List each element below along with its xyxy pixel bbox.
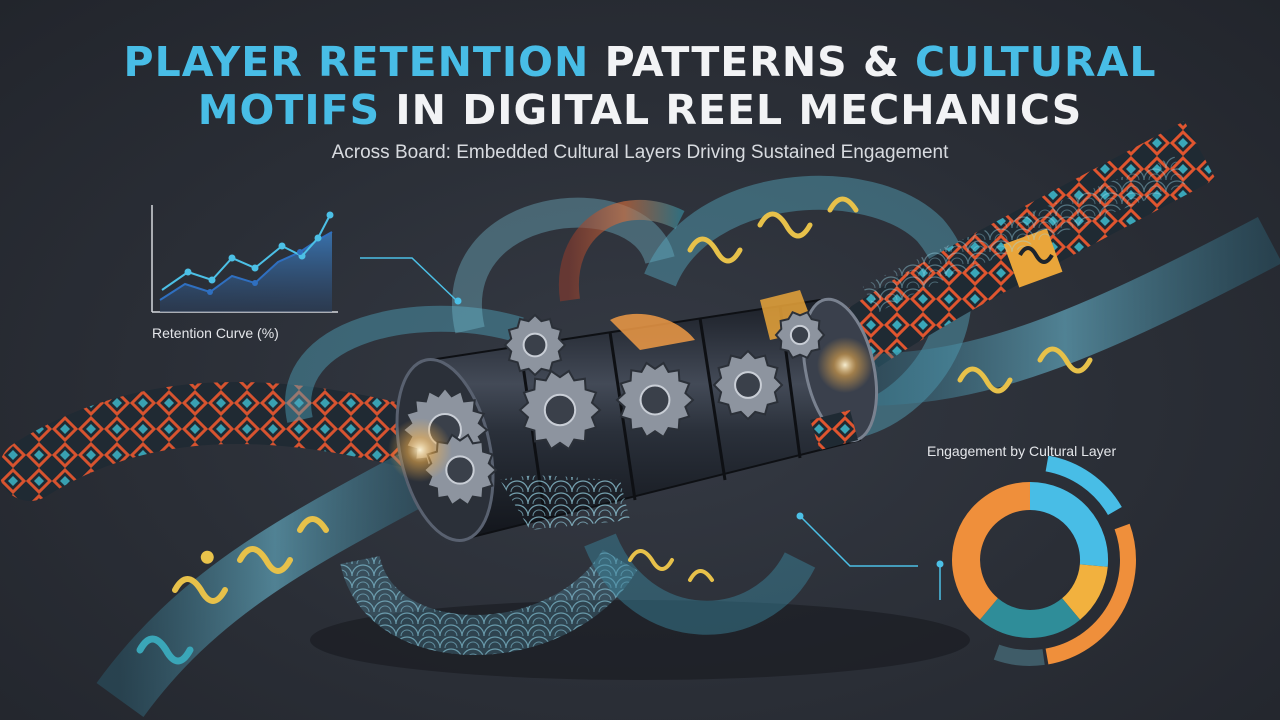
title-accent-player-retention: Player Retention bbox=[123, 38, 590, 86]
donut-segment bbox=[1045, 455, 1122, 516]
retention-points bbox=[184, 211, 334, 295]
retention-point bbox=[228, 254, 236, 262]
retention-chart-label: Retention Curve (%) bbox=[152, 325, 279, 341]
page-title-line-2: Motifs in Digital Reel Mechanics bbox=[0, 86, 1280, 134]
glyph-motif-icon bbox=[687, 196, 859, 264]
retention-point bbox=[297, 249, 303, 255]
donut-segment bbox=[1029, 482, 1109, 567]
donut-segment bbox=[952, 482, 1031, 620]
glyph-motif-icon bbox=[136, 635, 194, 665]
gear-group bbox=[401, 310, 826, 507]
donut-segment bbox=[979, 597, 1081, 638]
ribbon-glyph-right bbox=[859, 216, 1280, 406]
axle-glow-left bbox=[388, 418, 452, 482]
gear-hub bbox=[445, 455, 475, 485]
title-accent-cultural: Cultural bbox=[915, 38, 1157, 86]
ribbon-loop-bottom-right bbox=[584, 533, 816, 635]
gear-hub bbox=[543, 393, 577, 427]
axle-glow-right bbox=[817, 337, 873, 393]
engagement-chart-label: Engagement by Cultural Layer bbox=[927, 443, 1117, 459]
ribbon-loop-left bbox=[285, 305, 524, 423]
retention-point bbox=[326, 211, 334, 219]
ribbon-loop-warm bbox=[558, 200, 685, 302]
donut-segment bbox=[1045, 523, 1136, 665]
title-text-patterns: Patterns & bbox=[589, 38, 916, 86]
retention-point bbox=[252, 280, 258, 286]
connector-dot bbox=[454, 297, 462, 305]
gear-hub bbox=[734, 371, 762, 399]
donut-segment bbox=[1061, 563, 1108, 620]
svg-text:ꔷ: ꔷ bbox=[192, 537, 224, 580]
header: Player Retention Patterns & Cultural Mot… bbox=[0, 38, 1280, 164]
page-subtitle: Across Board: Embedded Cultural Layers D… bbox=[331, 142, 949, 163]
glyph-motif-icon bbox=[957, 346, 1093, 394]
gear-hub bbox=[639, 384, 671, 416]
wave-motif-icon bbox=[610, 313, 695, 350]
retention-area bbox=[160, 232, 332, 312]
ribbon-loop-top bbox=[452, 197, 675, 334]
engagement-connector bbox=[799, 515, 918, 567]
connector-dot bbox=[936, 560, 944, 568]
retention-point bbox=[208, 276, 216, 284]
glyph-motif-icon bbox=[1018, 246, 1054, 264]
glyph-motif-icon bbox=[628, 549, 714, 582]
retention-point bbox=[184, 268, 192, 276]
glyph-motif-icon bbox=[172, 516, 329, 604]
gear-hub bbox=[789, 324, 811, 346]
retention-point bbox=[314, 234, 322, 242]
ribbon-diamond-left bbox=[0, 381, 451, 501]
engagement-donut-chart bbox=[952, 455, 1136, 666]
retention-chart bbox=[151, 205, 338, 313]
connector-dot bbox=[796, 512, 804, 520]
title-accent-motifs: Motifs bbox=[197, 86, 381, 134]
wave-motif-icon bbox=[500, 475, 630, 530]
glyph-motif-icon: ꔷ bbox=[192, 537, 224, 580]
gear-hub bbox=[522, 332, 548, 358]
ribbon-glyph-left bbox=[96, 444, 444, 718]
page-title-line-1: Player Retention Patterns & Cultural bbox=[0, 38, 1280, 86]
ribbon-wave-right bbox=[862, 156, 1186, 314]
retention-point bbox=[251, 264, 259, 272]
retention-point bbox=[278, 242, 286, 250]
ribbon-wave-bottom bbox=[340, 548, 638, 655]
title-text-reel-mechanics: in Digital Reel Mechanics bbox=[380, 86, 1083, 134]
retention-point bbox=[207, 289, 213, 295]
donut-segment bbox=[993, 644, 1045, 666]
retention-connector bbox=[360, 257, 457, 301]
diamond-pattern-icon bbox=[810, 410, 858, 450]
